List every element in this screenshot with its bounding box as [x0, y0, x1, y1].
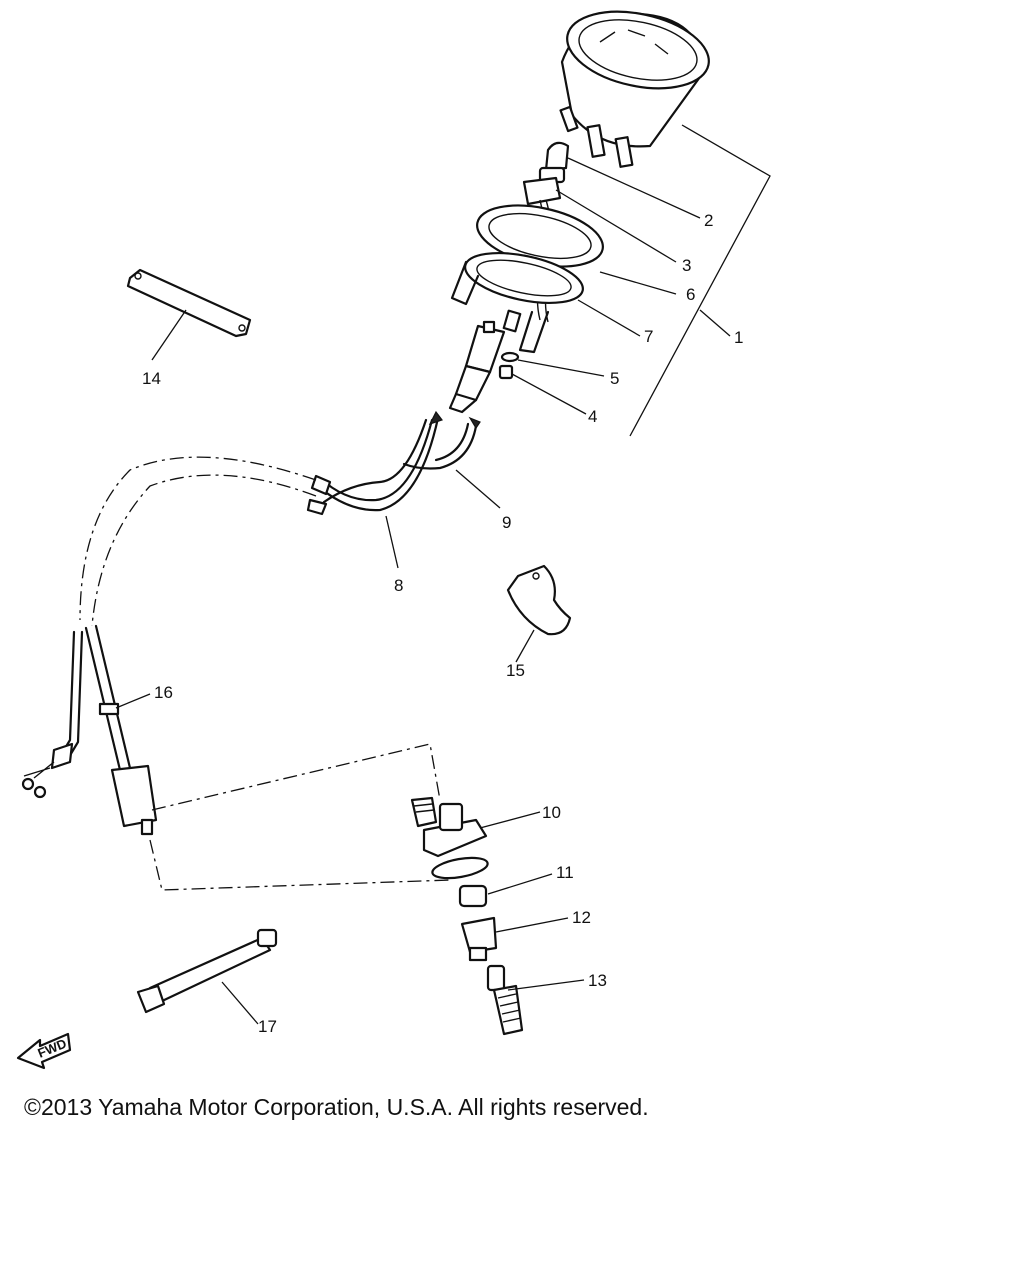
bushing-12 [460, 916, 498, 962]
clamp-15 [506, 564, 572, 636]
callout-4: 4 [588, 407, 597, 426]
callout-17: 17 [258, 1017, 277, 1036]
callout-5: 5 [610, 369, 619, 388]
callout-7: 7 [644, 327, 653, 346]
callout-8: 8 [394, 576, 403, 595]
nut [498, 364, 514, 380]
copyright-notice: ©2013 Yamaha Motor Corporation, U.S.A. A… [24, 1094, 649, 1120]
lead-wire-8 [306, 410, 443, 516]
seal-11 [458, 884, 488, 908]
callout-1: 1 [734, 328, 743, 347]
gasket [431, 856, 489, 880]
speedometer-cable-16 [21, 624, 158, 836]
callout-10: 10 [542, 803, 561, 822]
bulb-socket [538, 141, 570, 184]
meter-lamp-holder [448, 309, 522, 414]
callout-13: 13 [588, 971, 607, 990]
speedometer-gauge [559, 10, 710, 168]
callout-6: 6 [686, 285, 695, 304]
gear-housing-10 [410, 796, 488, 858]
tool-17 [136, 928, 278, 1014]
callout-2: 2 [704, 211, 713, 230]
lead-wire-9 [402, 416, 481, 470]
callout-11: 11 [556, 863, 574, 882]
strap-14 [126, 268, 252, 338]
fwd-arrow-icon: FWD [16, 1032, 72, 1070]
callout-16: 16 [154, 683, 173, 702]
drive-gear-13 [486, 964, 524, 1036]
washer [500, 351, 520, 363]
callout-15: 15 [506, 661, 525, 680]
leader-1-bracket [629, 124, 771, 437]
callout-12: 12 [572, 908, 591, 927]
callout-14: 14 [142, 369, 161, 388]
gauge-bracket [450, 252, 584, 354]
callout-3: 3 [682, 256, 691, 275]
callout-9: 9 [502, 513, 511, 532]
parts-diagram: FWD 1 2 3 4 5 6 7 8 9 10 11 12 13 14 15 … [16, 10, 771, 1070]
